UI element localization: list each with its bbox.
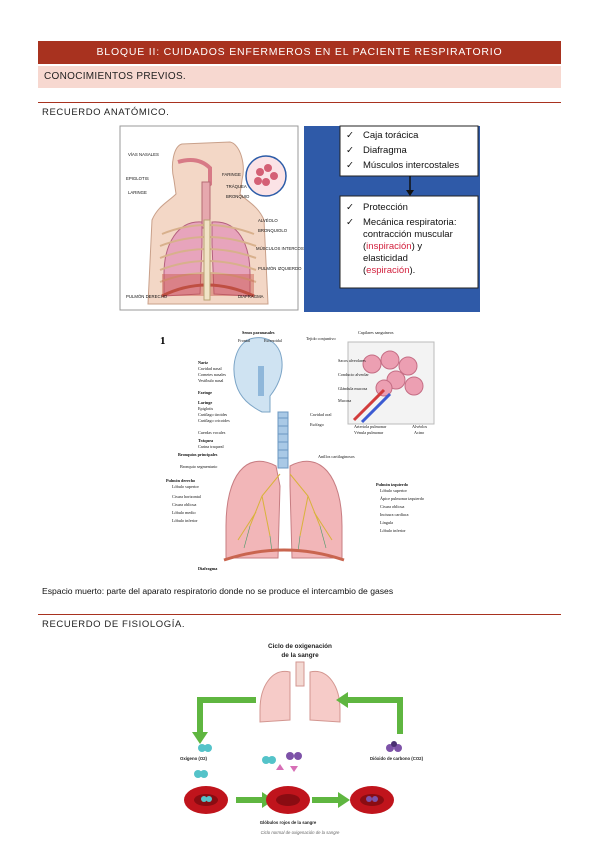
svg-text:Capilares sanguíneos: Capilares sanguíneos <box>358 330 394 335</box>
svg-text:Pulmón derecho: Pulmón derecho <box>166 478 195 483</box>
document-title-banner: BLOQUE II: CUIDADOS ENFERMEROS EN EL PAC… <box>38 41 561 64</box>
label-faringe: FARINGE <box>222 172 241 177</box>
svg-text:Incisura cardíaca: Incisura cardíaca <box>380 512 409 517</box>
label-pulmon-izquierdo: PULMÓN IZQUIERDO <box>258 266 302 271</box>
svg-text:Cartílago tiroides: Cartílago tiroides <box>198 412 228 417</box>
section-title-anatomy: RECUERDO ANATÓMICO. <box>42 107 170 118</box>
svg-text:Bronquio segmentario: Bronquio segmentario <box>180 464 217 469</box>
svg-text:Lóbulo superior: Lóbulo superior <box>380 488 407 493</box>
svg-text:✓: ✓ <box>346 145 354 156</box>
svg-text:Epiglotis: Epiglotis <box>198 406 213 411</box>
label-alveolo: ALVÉOLO <box>258 218 278 223</box>
svg-text:Cartílago cricoides: Cartílago cricoides <box>198 418 230 423</box>
svg-text:Ciclo normal de oxigenación de: Ciclo normal de oxigenación de la sangre <box>261 830 340 835</box>
svg-text:✓: ✓ <box>346 160 354 171</box>
box-item-mecanica-2: contracción muscular <box>363 229 453 240</box>
svg-text:Língula: Língula <box>380 520 393 525</box>
word-elasticidad: elasticidad <box>363 253 408 264</box>
label-vias-nasales: VÍAS NASALES <box>128 152 159 157</box>
label-musculos-intercostales: MÚSCULOS INTERCOSTALES <box>256 246 317 251</box>
svg-text:Esófago: Esófago <box>310 422 324 427</box>
svg-text:Vénula pulmonar: Vénula pulmonar <box>354 430 384 435</box>
svg-text:Lóbulo medio: Lóbulo medio <box>172 510 196 515</box>
svg-text:Esfenoidal: Esfenoidal <box>264 338 283 343</box>
section-title-physiology: RECUERDO DE FISIOLOGÍA. <box>42 619 186 630</box>
svg-text:Cisura horizontal: Cisura horizontal <box>172 494 202 499</box>
word-espiracion: espiración <box>366 265 409 276</box>
svg-text:(espiración).: (espiración). <box>363 265 415 276</box>
label-pulmon-derecho: PULMÓN DERECHO <box>126 294 168 299</box>
svg-text:Sacos alveolares: Sacos alveolares <box>338 358 366 363</box>
box-item-diafragma: Diafragma <box>363 145 408 156</box>
svg-text:Cavidad oral: Cavidad oral <box>310 412 332 417</box>
box-item-mecanica-1: Mecánica respiratoria: <box>363 217 456 228</box>
label-bronquiolo: BRONQUIOLO <box>258 228 288 233</box>
svg-text:Frontal: Frontal <box>238 338 251 343</box>
svg-text:Lóbulo superior: Lóbulo superior <box>172 484 199 489</box>
svg-text:Tejido conjuntivo: Tejido conjuntivo <box>306 336 336 341</box>
svg-text:(inspiración) y: (inspiración) y <box>363 241 422 252</box>
label-epiglotis: EPIGLOTIS <box>126 176 149 181</box>
svg-text:Ciclo de oxigenación: Ciclo de oxigenación <box>268 643 332 650</box>
svg-text:Tráquea: Tráquea <box>198 438 214 443</box>
label-diafragma: DIAFRAGMA <box>238 294 264 299</box>
word-inspiracion: inspiración <box>366 241 411 252</box>
red-blood-cell-icon <box>184 786 228 814</box>
svg-text:Nariz: Nariz <box>198 360 208 365</box>
label-traquea: TRÁQUEA <box>226 184 247 189</box>
svg-text:Oxígeno (O2): Oxígeno (O2) <box>180 756 208 761</box>
figure-number: 1 <box>160 335 166 347</box>
svg-text:de la sangre: de la sangre <box>281 652 319 659</box>
label-laringe: LARINGE <box>128 190 147 195</box>
blood-oxygenation-cycle-figure: Ciclo de oxigenación de la sangre Oxígen… <box>172 638 428 838</box>
svg-text:Lóbulo inferior: Lóbulo inferior <box>172 518 198 523</box>
red-blood-cell-icon <box>266 786 310 814</box>
svg-text:Arteriola pulmonar: Arteriola pulmonar <box>354 424 387 429</box>
svg-text:Faringe: Faringe <box>198 390 212 395</box>
svg-text:Dióxido de carbono (CO2): Dióxido de carbono (CO2) <box>370 756 424 761</box>
svg-text:Senos paranasales: Senos paranasales <box>242 330 275 335</box>
svg-text:Alvéolos: Alvéolos <box>412 424 427 429</box>
svg-text:✓: ✓ <box>346 130 354 141</box>
svg-text:Lóbulo inferior: Lóbulo inferior <box>380 528 406 533</box>
svg-text:Cavidad nasal: Cavidad nasal <box>198 366 222 371</box>
box-item-musculos: Músculos intercostales <box>363 160 459 171</box>
svg-text:Vestíbulo nasal: Vestíbulo nasal <box>198 378 224 383</box>
svg-text:Diafragma: Diafragma <box>198 566 218 571</box>
dead-space-definition: Espacio muerto: parte del aparato respir… <box>42 586 394 596</box>
svg-text:Acino: Acino <box>414 430 424 435</box>
svg-text:Ápice pulmonar izquierdo: Ápice pulmonar izquierdo <box>380 496 424 501</box>
svg-text:Bronquios principales: Bronquios principales <box>178 452 218 457</box>
svg-text:Anillos cartilaginosos: Anillos cartilaginosos <box>318 454 355 459</box>
divider <box>38 102 561 103</box>
svg-text:Mucosa: Mucosa <box>338 398 351 403</box>
svg-text:Glóbulos rojos de la sangre: Glóbulos rojos de la sangre <box>260 820 317 825</box>
subsection-title: CONOCIMIENTOS PREVIOS. <box>44 71 186 82</box>
svg-text:Cornetes nasales: Cornetes nasales <box>198 372 226 377</box>
svg-text:Pulmón izquierdo: Pulmón izquierdo <box>376 482 408 487</box>
svg-text:Cuerdas vocales: Cuerdas vocales <box>198 430 226 435</box>
subsection-bar: CONOCIMIENTOS PREVIOS. <box>38 66 561 88</box>
svg-text:Cisura oblicua: Cisura oblicua <box>172 502 196 507</box>
svg-text:Conducto alveolar: Conducto alveolar <box>338 372 369 377</box>
divider <box>38 614 561 615</box>
svg-text:✓: ✓ <box>346 202 354 213</box>
anatomy-figure-detailed-airways: 1 Senos paranasales Frontal Esfenoidal N… <box>158 326 442 578</box>
box-item-proteccion: Protección <box>363 202 408 213</box>
svg-text:Carina traqueal: Carina traqueal <box>198 444 225 449</box>
svg-text:Laringe: Laringe <box>198 400 212 405</box>
box-item-caja: Caja torácica <box>363 130 419 141</box>
svg-text:✓: ✓ <box>346 217 354 228</box>
svg-text:Cisura oblicua: Cisura oblicua <box>380 504 404 509</box>
anatomy-figure-respiratory-system: VÍAS NASALES EPIGLOTIS LARINGE PULMÓN DE… <box>118 124 482 314</box>
label-bronquio: BRONQUIO <box>226 194 250 199</box>
svg-text:Glándula mucosa: Glándula mucosa <box>338 386 367 391</box>
red-blood-cell-icon <box>350 786 394 814</box>
